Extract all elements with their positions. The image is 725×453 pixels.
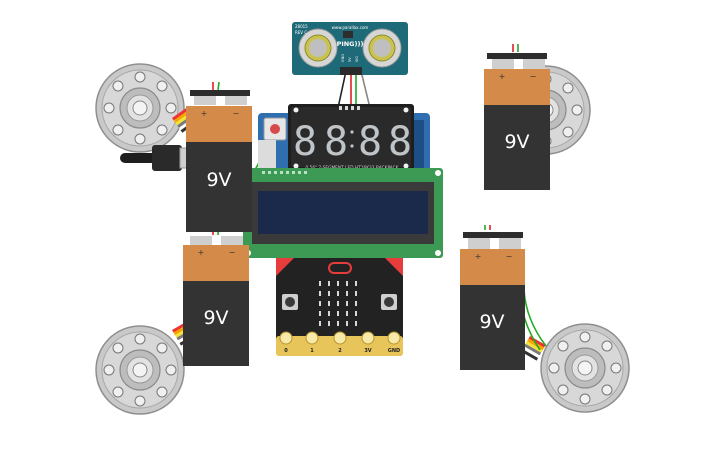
microbit-pin-3v: 3V bbox=[364, 348, 371, 354]
microbit: 0 1 2 3V GND bbox=[276, 252, 403, 356]
microbit-pin-0: 0 bbox=[284, 348, 288, 354]
microbit-button-a[interactable] bbox=[282, 294, 298, 310]
sensor-model: PING))) bbox=[337, 40, 364, 48]
sensor-pin-5v: 5V bbox=[348, 57, 352, 62]
sensor-pin-gnd: GND bbox=[341, 54, 345, 62]
battery-tr-label: 9V bbox=[504, 131, 529, 153]
motor-bottom-right bbox=[540, 323, 630, 413]
digit-2: 8 bbox=[324, 119, 348, 165]
sensor-brand: www.parallax.com bbox=[332, 25, 369, 30]
battery-tr-plus: + bbox=[499, 72, 506, 81]
microbit-pin-1: 1 bbox=[310, 348, 314, 354]
microbit-led-matrix bbox=[319, 281, 357, 326]
motor-bottom-left bbox=[95, 325, 185, 415]
sensor-pin-labels: GND 5V SIG bbox=[341, 54, 359, 62]
battery-tl-plus: + bbox=[201, 109, 208, 118]
battery-br-label: 9V bbox=[479, 311, 504, 333]
microbit-pads bbox=[279, 331, 401, 345]
battery-tr-minus: − bbox=[530, 72, 537, 81]
sensor-code: 28015 bbox=[295, 24, 308, 29]
digit-3: 8 bbox=[358, 119, 382, 165]
ultrasonic-sensor: www.parallax.com 28015 REV C PING))) GND… bbox=[292, 22, 408, 75]
microbit-button-b[interactable] bbox=[381, 294, 397, 310]
battery-br-plus: + bbox=[475, 252, 482, 261]
sensor-pin-sig: SIG bbox=[355, 56, 359, 62]
digit-4: 8 bbox=[388, 119, 412, 165]
battery-tl-label: 9V bbox=[206, 169, 231, 191]
motor-top-left bbox=[95, 63, 185, 153]
sensor-rev: REV C bbox=[295, 30, 307, 35]
battery-bottom-right: + − 9V bbox=[460, 232, 525, 370]
battery-top-right: + − 9V bbox=[484, 53, 550, 190]
battery-br-minus: − bbox=[506, 252, 513, 261]
battery-top-left: + − 9V bbox=[186, 90, 252, 232]
battery-bl-label: 9V bbox=[203, 307, 228, 329]
microbit-pin-2: 2 bbox=[338, 348, 342, 354]
battery-bl-plus: + bbox=[198, 248, 205, 257]
battery-bottom-left: + − 9V bbox=[183, 236, 249, 366]
microbit-pin-gnd: GND bbox=[388, 348, 400, 354]
digit-1: 8 bbox=[293, 119, 317, 165]
seven-segment-display: 8 8 8 8 0.56" 7-SEGMENT LED HT16K33 BACK… bbox=[288, 104, 414, 172]
battery-bl-minus: − bbox=[229, 248, 236, 257]
battery-tl-minus: − bbox=[233, 109, 240, 118]
lcd-module bbox=[243, 168, 443, 258]
